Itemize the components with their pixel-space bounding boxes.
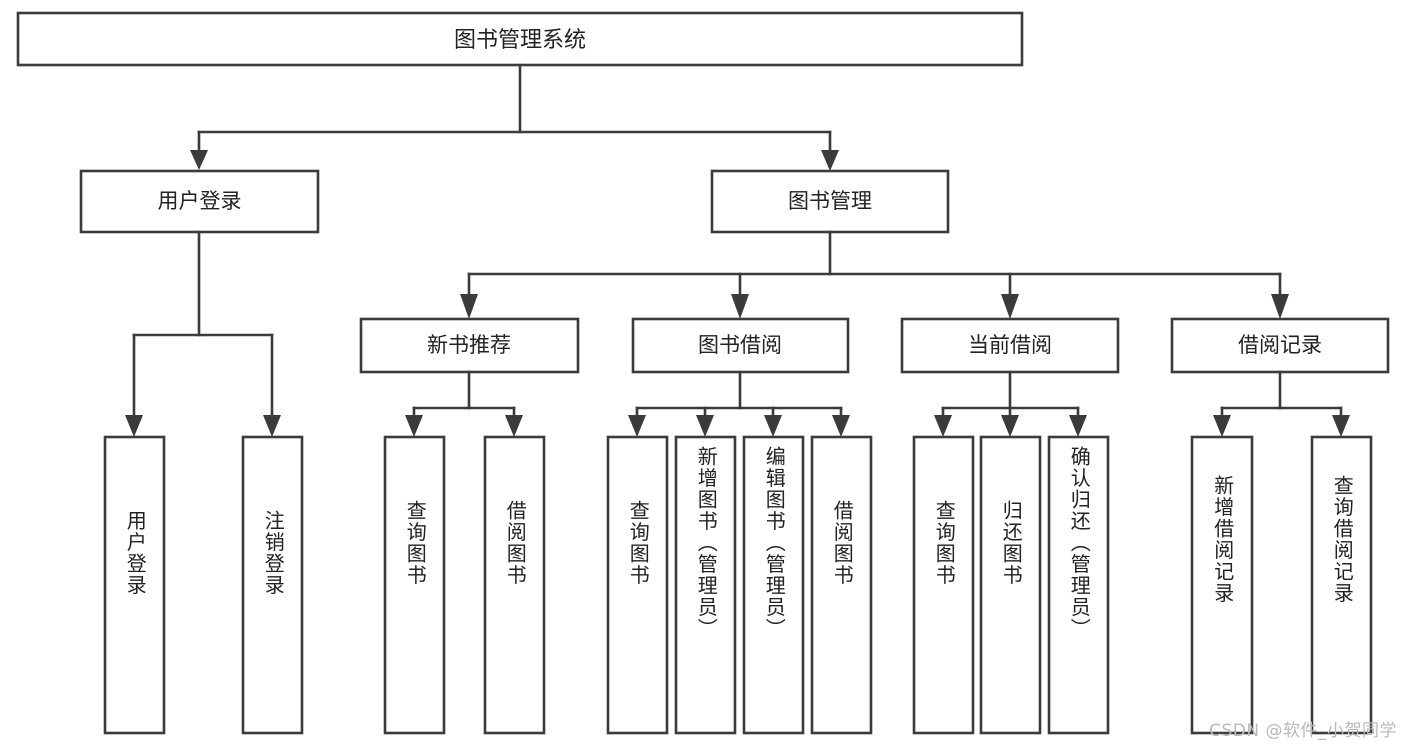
node-borrow-record-box: [1170, 317, 1390, 374]
leaf-box-add-record[interactable]: [1190, 435, 1254, 735]
node-book-borrow[interactable]: 图书借阅: [631, 317, 850, 374]
node-new-book-recommend-box: [359, 317, 580, 374]
csdn-watermark: CSDN @软件_小贺同学: [1209, 721, 1397, 741]
arrowhead-leaf-query-book-1: [405, 415, 423, 437]
leaf-box-logout-login[interactable]: [241, 435, 304, 735]
node-book-manage-label: 图书管理: [788, 189, 872, 213]
arrowhead-book-manage: [821, 150, 839, 171]
arrowhead-leaf-query-book-2: [628, 415, 646, 437]
arrowhead-leaf-query-book-3: [934, 415, 952, 437]
leaf-box-confirm-return[interactable]: [1047, 435, 1110, 735]
node-root[interactable]: 图书管理系统: [16, 11, 1024, 67]
arrowhead-leaf-edit-book: [764, 415, 782, 437]
leaf-box-user-login[interactable]: [103, 435, 166, 735]
arrowhead-current-borrow: [1001, 294, 1019, 319]
leaf-box-query-book-3[interactable]: [912, 435, 975, 735]
leaf-box-borrow-book-2[interactable]: [810, 435, 873, 735]
arrowhead-book-borrow: [731, 294, 749, 319]
leaf-box-query-book-1[interactable]: [383, 435, 446, 735]
node-user-login-label: 用户登录: [158, 189, 242, 213]
node-new-book-recommend[interactable]: 新书推荐: [359, 317, 580, 374]
node-root-box: [16, 11, 1024, 67]
node-book-borrow-label: 图书借阅: [698, 333, 782, 357]
arrowhead-leaf-confirm-return: [1069, 415, 1087, 437]
node-borrow-record-label: 借阅记录: [1238, 333, 1322, 357]
leaf-box-borrow-book-1[interactable]: [483, 435, 546, 735]
leaf-box-query-book-2[interactable]: [606, 435, 669, 735]
arrowhead-new-book-recommend: [460, 294, 478, 319]
leaf-box-add-book[interactable]: [674, 435, 737, 735]
arrowhead-leaf-borrow-book-1: [505, 415, 523, 437]
leaf-box-edit-book[interactable]: [742, 435, 805, 735]
arrowhead-leaf-query-record: [1332, 415, 1350, 437]
arrowhead-leaf-borrow-book-2: [832, 415, 850, 437]
node-new-book-recommend-label: 新书推荐: [427, 333, 511, 357]
node-book-borrow-box: [631, 317, 850, 374]
arrowhead-leaf-add-record: [1213, 415, 1231, 437]
node-current-borrow-box: [900, 317, 1120, 374]
leaf-box-return-book[interactable]: [979, 435, 1042, 735]
node-current-borrow[interactable]: 当前借阅: [900, 317, 1120, 374]
arrowhead-user-login: [190, 150, 208, 170]
arrowhead-leaf-return-book: [1001, 415, 1019, 437]
arrowhead-leaf-user-login: [125, 415, 143, 437]
arrowhead-leaf-add-book: [696, 415, 714, 437]
node-book-manage-box: [710, 169, 950, 234]
leaf-box-query-record[interactable]: [1310, 435, 1373, 735]
node-current-borrow-label: 当前借阅: [968, 333, 1052, 357]
node-root-label: 图书管理系统: [454, 28, 586, 53]
arrowhead-leaf-logout-login: [263, 415, 281, 437]
arrowhead-borrow-record: [1271, 294, 1289, 319]
node-user-login[interactable]: 用户登录: [79, 169, 320, 234]
node-book-manage[interactable]: 图书管理: [710, 169, 950, 234]
node-borrow-record[interactable]: 借阅记录: [1170, 317, 1390, 374]
